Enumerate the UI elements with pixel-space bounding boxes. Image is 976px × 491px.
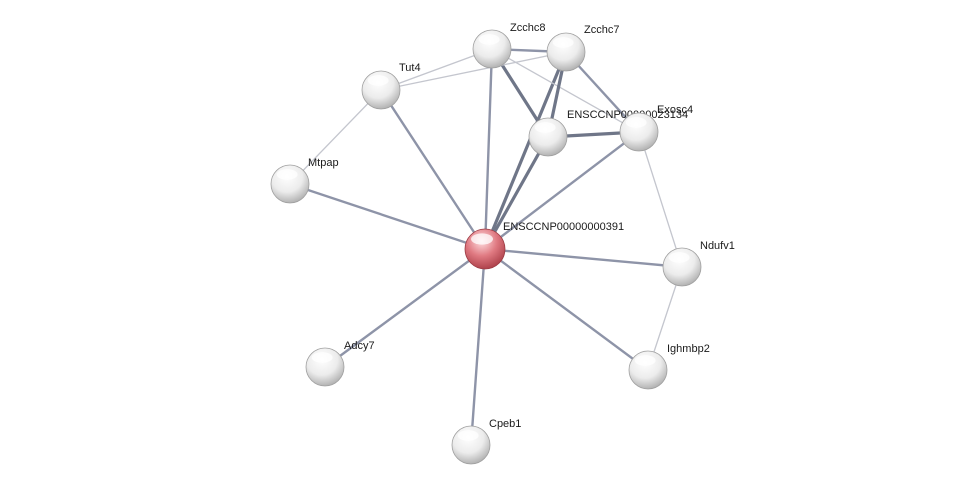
- node-ndufv1[interactable]: Ndufv1: [662, 240, 735, 287]
- node-highlight: [471, 233, 493, 245]
- node-label: Cpeb1: [489, 418, 521, 430]
- edge-center-adcy7: [323, 247, 487, 369]
- node-highlight: [367, 75, 389, 86]
- edge-center-ighmbp2: [483, 247, 650, 372]
- node-center[interactable]: ENSCCNP00000000391: [464, 221, 624, 270]
- node-adcy7[interactable]: Adcy7: [305, 340, 375, 387]
- node-label: Mtpap: [308, 157, 339, 169]
- node-label: ENSCCNP00000000391: [503, 221, 624, 233]
- node-zcchc8[interactable]: Zcchc8: [472, 22, 545, 69]
- node-label: Ndufv1: [700, 240, 735, 252]
- node-highlight: [634, 355, 656, 366]
- edge-center-cpeb1: [469, 247, 487, 447]
- node-highlight: [534, 122, 556, 133]
- edge-tut4-zcchc8: [380, 48, 493, 91]
- node-zcchc7[interactable]: Zcchc7: [546, 24, 619, 72]
- node-label: Ighmbp2: [667, 343, 710, 355]
- node-cpeb1[interactable]: Cpeb1: [451, 418, 521, 465]
- node-highlight: [552, 37, 574, 48]
- node-layer: ENSCCNP00000000391 Zcchc8 Zcchc7Tut4ENSCCN…: [270, 22, 735, 465]
- node-highlight: [668, 252, 690, 263]
- node-label: ENSCCNP00000023134: [567, 109, 688, 121]
- node-highlight: [457, 430, 479, 441]
- node-tut4[interactable]: Tut4: [361, 62, 421, 110]
- edge-center-exosc4: [483, 130, 641, 251]
- node-highlight: [478, 34, 500, 45]
- edge-center-zcchc7: [483, 50, 568, 251]
- edge-exosc4-ndufv1: [638, 131, 683, 268]
- edge-center-tut4: [379, 88, 487, 251]
- edge-center-ndufv1: [483, 247, 684, 269]
- edge-center-mtpap: [288, 182, 487, 251]
- node-label: Tut4: [399, 62, 421, 74]
- node-ighmbp2[interactable]: Ighmbp2: [628, 343, 710, 390]
- node-mtpap[interactable]: Mtpap: [270, 157, 339, 204]
- node-label: Zcchc8: [510, 22, 545, 34]
- node-ensccnp2[interactable]: ENSCCNP00000023134: [528, 109, 688, 157]
- node-label: Exosc4: [657, 104, 693, 116]
- edge-center-zcchc8: [483, 47, 494, 251]
- node-exosc4[interactable]: Exosc4: [619, 104, 693, 152]
- edge-tut4-zcchc7: [380, 51, 567, 91]
- edge-tut4-mtpap: [289, 89, 382, 185]
- edge-center-ensccnp2: [483, 135, 550, 251]
- edge-zcchc8-exosc4: [491, 48, 640, 133]
- node-label: Zcchc7: [584, 24, 619, 36]
- node-highlight: [276, 169, 298, 180]
- node-highlight: [625, 117, 647, 128]
- node-label: Adcy7: [344, 340, 375, 352]
- node-highlight: [311, 352, 333, 363]
